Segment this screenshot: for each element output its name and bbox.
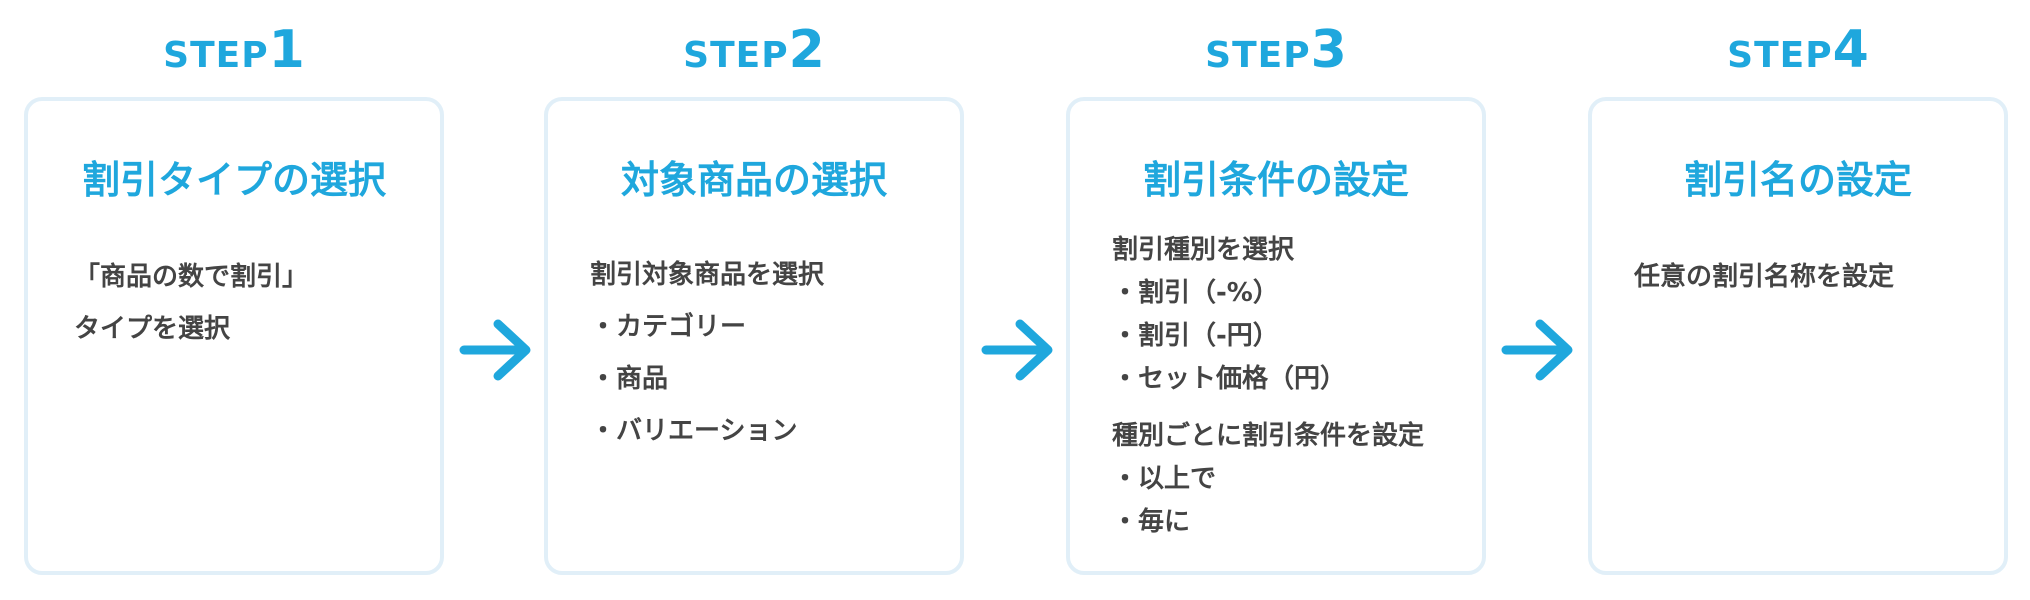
- step-word: STEP: [1727, 35, 1833, 76]
- step-number: 2: [788, 20, 825, 80]
- step-title: 割引名の設定: [1683, 158, 1912, 202]
- description-line: ・割引（-%）: [1112, 278, 1279, 308]
- step-description: 割引対象商品を選択 ・カテゴリー ・商品 ・バリエーション: [590, 249, 824, 457]
- description-line: 「商品の数で割引」: [74, 262, 309, 292]
- step-card: 割引タイプの選択 「商品の数で割引」 タイプを選択: [24, 97, 444, 575]
- description-line: ・セット価格（円）: [1112, 364, 1347, 394]
- step-title: 割引タイプの選択: [81, 158, 386, 202]
- step-label: STEP1: [24, 20, 444, 80]
- description-line: 種別ごとに割引条件を設定: [1112, 421, 1425, 451]
- step-number: 1: [268, 20, 305, 80]
- description-line: ・バリエーション: [590, 416, 798, 446]
- step-title: 対象商品の選択: [620, 158, 887, 202]
- step-number: 3: [1310, 20, 1347, 80]
- step-card: 対象商品の選択 割引対象商品を選択 ・カテゴリー ・商品 ・バリエーション: [544, 97, 964, 575]
- step-description: 「商品の数で割引」 タイプを選択: [74, 251, 308, 355]
- description-line: 割引種別を選択: [1112, 235, 1295, 265]
- description-line: ・以上で: [1112, 464, 1217, 494]
- step-description: 任意の割引名称を設定: [1634, 251, 1894, 303]
- step-card: 割引名の設定 任意の割引名称を設定: [1588, 97, 2008, 575]
- step-label: STEP2: [544, 20, 964, 80]
- step-label: STEP4: [1588, 20, 2008, 80]
- step-number: 4: [1832, 20, 1869, 80]
- step-label: STEP3: [1066, 20, 1486, 80]
- description-line: ・商品: [590, 364, 669, 394]
- description-line: ・毎に: [1112, 507, 1191, 537]
- step-word: STEP: [163, 35, 269, 76]
- description-line: 割引対象商品を選択: [590, 260, 825, 290]
- step-card: 割引条件の設定 割引種別を選択 ・割引（-%） ・割引（-円） ・セット価格（円…: [1066, 97, 1486, 575]
- description-line: ・カテゴリー: [590, 312, 747, 342]
- step-description: 割引種別を選択 ・割引（-%） ・割引（-円） ・セット価格（円） 種別ごとに割…: [1112, 229, 1424, 544]
- step-title: 割引条件の設定: [1142, 158, 1409, 202]
- description-line: ・割引（-円）: [1112, 321, 1279, 351]
- step-word: STEP: [683, 35, 789, 76]
- step-word: STEP: [1205, 35, 1311, 76]
- arrow-right-icon: [459, 319, 531, 381]
- arrow-right-icon: [981, 319, 1053, 381]
- description-line: タイプを選択: [74, 314, 231, 344]
- arrow-right-icon: [1501, 319, 1573, 381]
- description-line: 任意の割引名称を設定: [1634, 262, 1895, 292]
